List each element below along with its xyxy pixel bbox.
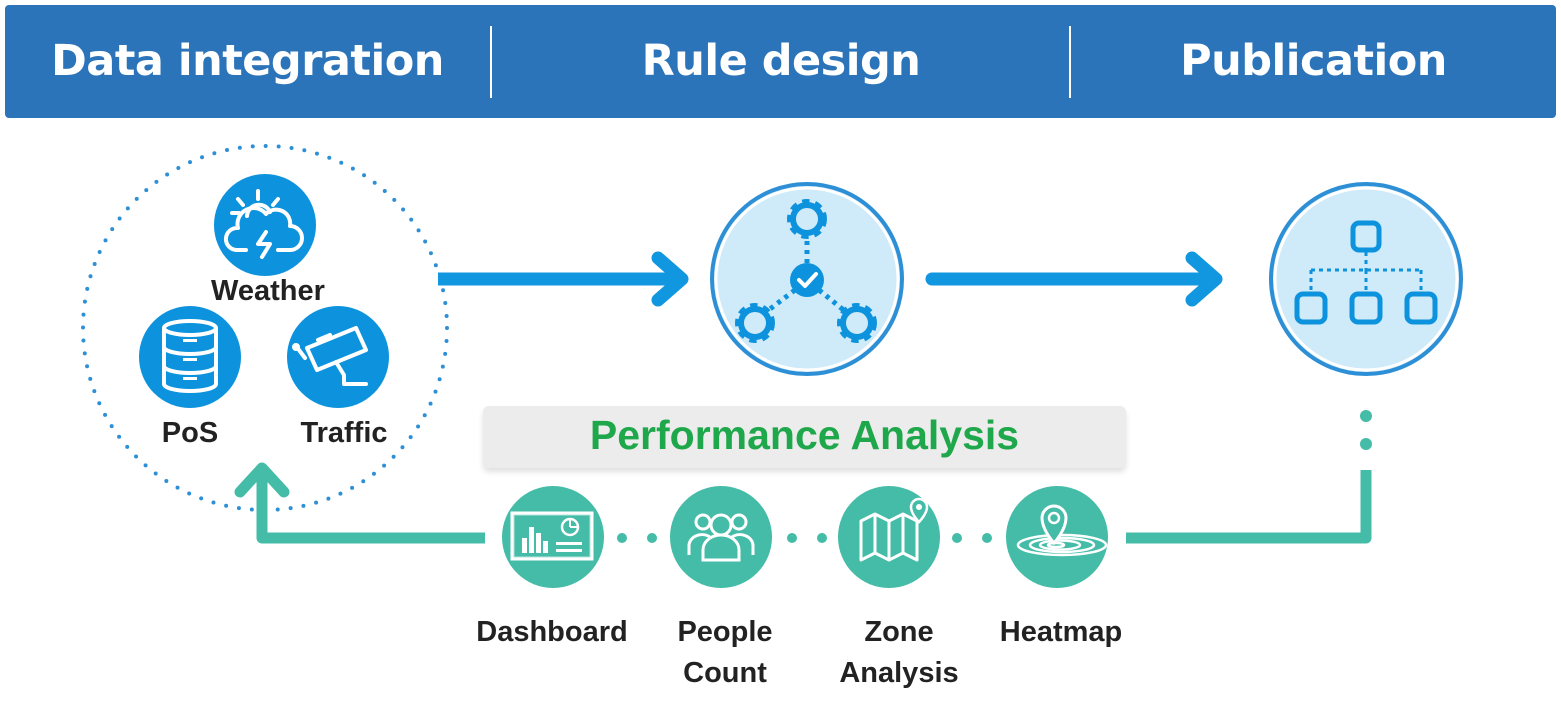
feedback-loop [234,462,1372,544]
source-label-traffic: Traffic [300,417,388,449]
gear-icon [787,199,827,239]
people-icon [670,486,772,588]
phase-divider [1069,26,1071,98]
analysis-label-dashboard: Dashboard [476,616,628,648]
phase-header: Data integration Rule design Publication [5,5,1556,118]
connector-dot [1360,410,1372,422]
dashboard-icon [502,486,604,588]
gear-icon [837,303,877,343]
hierarchy-icon [1269,182,1463,376]
connector-dots [617,533,992,543]
map-icon [838,486,940,588]
phase-data-integration: Data integration [51,36,444,86]
traffic-camera-icon [287,306,389,408]
connector-dot [1360,438,1372,450]
performance-analysis-banner: Performance Analysis [483,406,1126,468]
phase-rule-design: Rule design [641,36,921,86]
source-label-pos: PoS [161,417,219,449]
gears-check-icon [710,182,904,376]
weather-icon [214,174,316,276]
arrow-to-publication [925,251,1223,307]
arrow-to-rule-design [438,251,689,307]
phase-divider [490,26,492,98]
analysis-label-people-count: People Count [677,616,773,689]
analysis-label-heatmap: Heatmap [999,616,1123,648]
heatmap-icon [1006,486,1108,588]
analysis-label-zone-analysis: Zone Analysis [839,616,959,689]
gear-icon [735,303,775,343]
database-icon [139,306,241,408]
phase-publication: Publication [1180,36,1447,86]
source-label-weather: Weather [211,275,325,307]
